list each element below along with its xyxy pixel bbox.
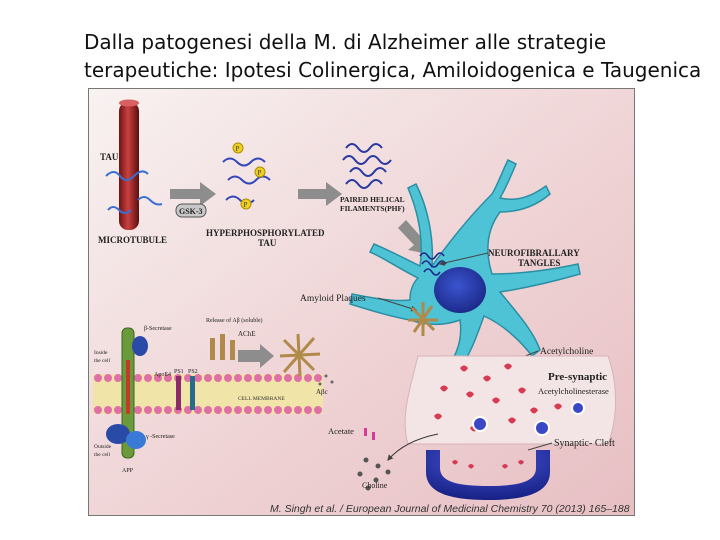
phosphate-3-label: P — [244, 201, 248, 209]
tau-label: TAU — [100, 152, 119, 162]
amyloid-plaque-aggregate — [279, 333, 321, 377]
slide-title-line-2: terapeutiche: Ipotesi Colinergica, Amilo… — [84, 58, 702, 82]
outside-cell-label-2: the cell — [94, 452, 111, 458]
acetylcholinesterase-enzymes — [472, 401, 585, 436]
outside-cell-label-1: Outside — [94, 444, 112, 450]
phosphate-3 — [240, 198, 252, 210]
ache-label: AChE — [238, 330, 256, 338]
choline-label: Choline — [362, 481, 388, 490]
presynaptic-label: Pre-synaptic — [548, 371, 607, 383]
slide-title-line-1: Dalla patogenesi della M. di Alzheimer a… — [84, 30, 607, 54]
beta-secretase-label: β-Secretase — [144, 326, 172, 332]
choline-molecules — [357, 457, 391, 491]
ps2-label: PS2 — [188, 369, 198, 375]
apoe4-label: ApoE4 — [154, 372, 171, 378]
phosphate-2-label: P — [258, 169, 262, 177]
hyperphosphorylated-tau: P P P — [222, 142, 271, 210]
acetate-label: Acetate — [328, 426, 354, 436]
acetylcholine-label: Acetylcholine — [540, 347, 593, 357]
neuron — [349, 158, 581, 372]
hyperphosphorylated-label-1: HYPERPHOSPHORYLATED — [206, 228, 325, 238]
acetate-molecules — [364, 428, 375, 440]
alzheimer-pathogenesis-figure: TAU MICROTUBULE GSK-3 P P P HYPERPHOSPHO… — [88, 88, 635, 516]
figure-border — [88, 88, 635, 516]
abeta-fragments — [210, 334, 235, 360]
slide-title: Dalla patogenesi della M. di Alzheimer a… — [84, 28, 704, 84]
amyloid-leader — [377, 297, 418, 312]
phf-label-2: FILAMENTS(PHF) — [340, 204, 405, 213]
presenilin-proteins — [176, 376, 195, 410]
inside-cell-label-1: Inside — [94, 350, 108, 356]
arrow-to-plaque — [238, 344, 274, 368]
gamma-secretase-enzyme — [106, 424, 130, 444]
synaptic-cleft-leader — [527, 442, 553, 451]
paired-helical-filaments — [342, 143, 392, 189]
gsk3-label: GSK-3 — [179, 207, 203, 216]
microtubule — [119, 99, 139, 230]
hyperphosphorylated-label-2: TAU — [258, 238, 277, 248]
app-protein — [106, 327, 148, 459]
gsk3-enzyme: GSK-3 — [175, 203, 207, 218]
phosphate-2 — [254, 166, 266, 178]
arrow-to-hyper — [170, 182, 216, 206]
cell-membrane-label: CELL MEMBRANE — [238, 396, 285, 402]
microtubule-label: MICROTUBULE — [98, 235, 167, 245]
phf-label-1: PAIRED HELICAL — [340, 195, 405, 204]
nft-label-1: NEUROFIBRALLARY — [488, 248, 580, 258]
app-label: APP — [122, 468, 134, 474]
neuron-nucleus — [434, 267, 486, 313]
abeta-label: Aβc — [316, 388, 328, 396]
nft-label-2: TANGLES — [518, 258, 560, 268]
gamma-secretase-label: γ -Secretase — [145, 434, 175, 440]
figure-citation: M. Singh et al. / European Journal of Me… — [270, 503, 630, 515]
phosphate-1 — [232, 142, 244, 154]
presynaptic-terminal — [404, 355, 616, 445]
breakdown-arrow — [387, 433, 439, 461]
soluble-abeta-dots — [318, 374, 334, 386]
inside-cell-label-2: the cell — [94, 358, 111, 364]
nft-leader — [438, 252, 489, 266]
synaptic-cleft-label: Synaptic- Cleft — [554, 438, 615, 449]
postsynaptic-neuron — [426, 450, 550, 500]
release-label: Release of Aβ (soluble) — [206, 317, 263, 324]
tau-strand-1 — [105, 170, 149, 181]
amyloid-plaques-label: Amyloid Plaques — [300, 294, 366, 304]
amyloid-plaque-on-neuron — [408, 302, 438, 336]
arrow-to-phf — [298, 182, 342, 206]
tau-strand-2 — [137, 196, 163, 206]
phosphate-1-label: P — [236, 145, 240, 153]
ps1-label: PS1 — [174, 369, 184, 375]
tau-strand-3 — [107, 206, 132, 214]
beta-secretase-enzyme — [132, 336, 148, 356]
acetylcholinesterase-label: Acetylcholinesterase — [538, 386, 609, 396]
